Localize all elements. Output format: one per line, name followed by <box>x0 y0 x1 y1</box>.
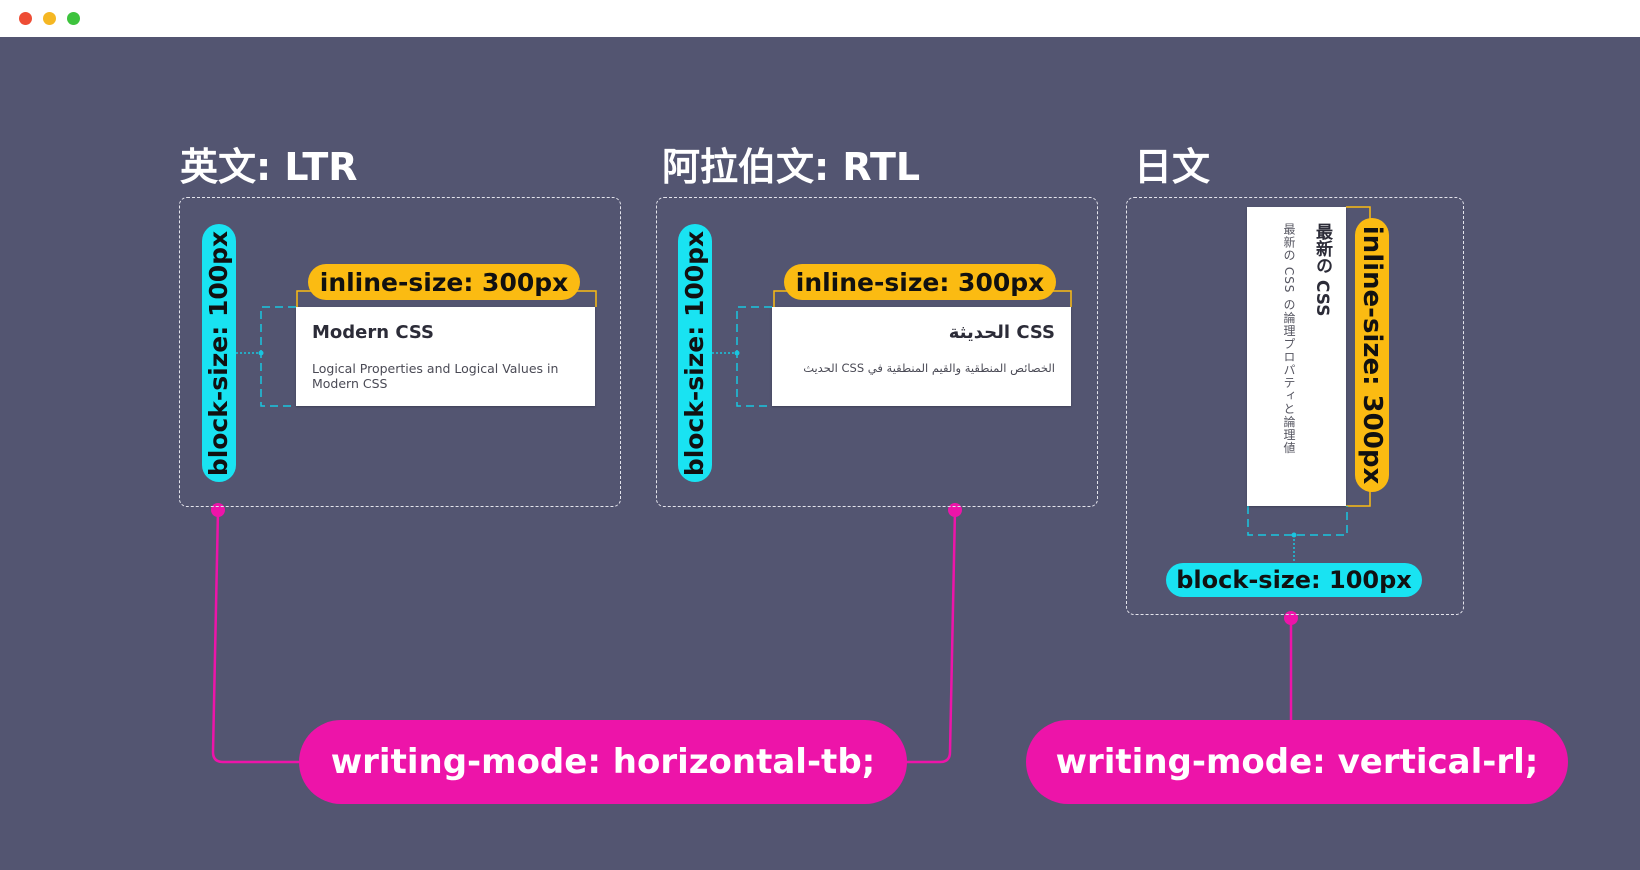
close-dot[interactable] <box>19 12 32 25</box>
block-node-rtl <box>734 350 740 356</box>
inline-size-label-ja: inline-size: 300px <box>1355 218 1389 492</box>
card-rtl: CSS الحديثة الخصائص المنطقية والقيم المن… <box>772 307 1071 406</box>
block-bracket-rtl <box>736 306 772 407</box>
block-bracket-ja <box>1247 506 1348 536</box>
card-title-ltr: Modern CSS <box>312 322 434 343</box>
panel-ltr <box>179 197 621 507</box>
block-size-label-ja: block-size: 100px <box>1166 563 1422 597</box>
minimize-dot[interactable] <box>43 12 56 25</box>
card-text-ltr: Logical Properties and Logical Values in… <box>312 361 559 391</box>
panel-heading-rtl: 阿拉伯文: RTL <box>662 145 921 189</box>
panel-heading-ltr: 英文: LTR <box>180 145 358 189</box>
panel-heading-ja: 日文 <box>1134 145 1211 189</box>
writing-mode-vertical-label: writing-mode: vertical-rl; <box>1026 720 1568 804</box>
card-ltr: Modern CSS Logical Properties and Logica… <box>296 307 595 406</box>
block-size-label-ltr: block-size: 100px <box>202 224 236 482</box>
writing-mode-horizontal-label: writing-mode: horizontal-tb; <box>299 720 907 804</box>
inline-size-label-rtl: inline-size: 300px <box>784 264 1056 300</box>
block-bracket-ltr <box>260 306 296 407</box>
mode-connector-rtl <box>905 509 957 764</box>
card-text-ja: 最新の CSS の論理プロパティと論理値 <box>1282 223 1296 455</box>
maximize-dot[interactable] <box>67 12 80 25</box>
block-size-label-rtl: block-size: 100px <box>678 224 712 482</box>
mode-connector-ltr <box>211 509 300 764</box>
card-ja: 最新の CSS 最新の CSS の論理プロパティと論理値 <box>1247 207 1346 506</box>
block-node-ltr <box>258 350 264 356</box>
card-title-ja: 最新の CSS <box>1312 223 1332 317</box>
card-title-rtl: CSS الحديثة <box>948 322 1055 343</box>
panel-ja <box>1126 197 1464 615</box>
panel-rtl <box>656 197 1098 507</box>
inline-size-label-ltr: inline-size: 300px <box>308 264 580 300</box>
card-text-rtl: الخصائص المنطقية والقيم المنطقية في CSS … <box>803 361 1055 375</box>
block-node-ja <box>1291 532 1297 538</box>
